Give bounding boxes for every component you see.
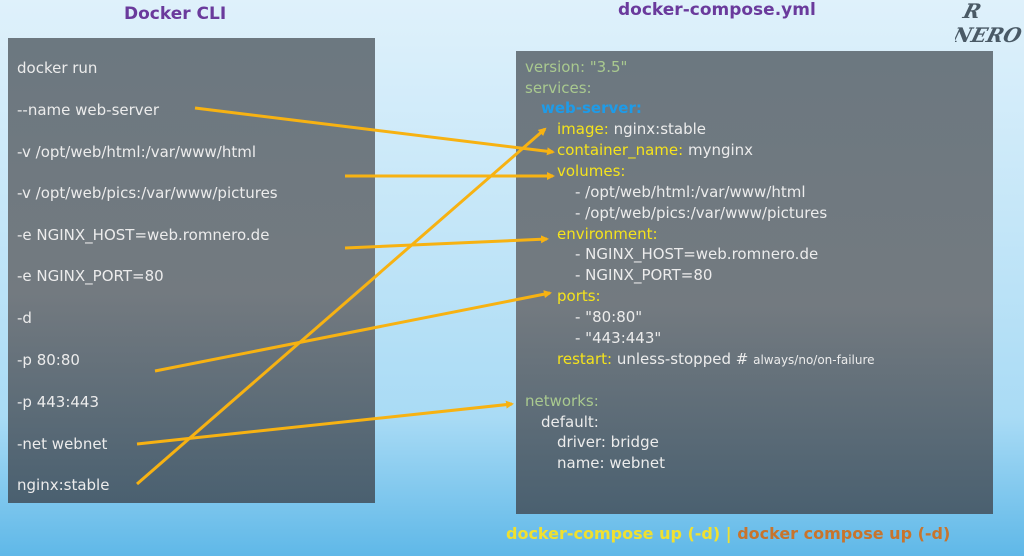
arrow-environment — [344, 235, 549, 250]
arrow-ports — [154, 290, 552, 373]
yaml-service-name: web-server: — [541, 99, 642, 117]
yaml-env-item: - NGINX_PORT=80 — [575, 266, 713, 284]
cli-line-name: --name web-server — [17, 101, 160, 119]
yaml-default: default: — [541, 413, 599, 431]
cli-line-volume-html: -v /opt/web/html:/var/www/html — [17, 143, 257, 161]
cli-line-detach: -d — [17, 309, 32, 327]
svg-text:NERO: NERO — [955, 23, 1024, 46]
yaml-container-name: container_name: mynginx — [557, 141, 753, 159]
restart-key: restart: — [557, 350, 613, 368]
yaml-environment: environment: — [557, 225, 658, 243]
compose-command-footer: docker-compose up (-d) | docker compose … — [506, 524, 950, 543]
compose-title: docker-compose.yml — [618, 0, 816, 20]
yaml-ports: ports: — [557, 287, 601, 305]
cli-line-docker-run: docker run — [17, 59, 98, 77]
container-name-key: container_name: — [557, 141, 684, 159]
image-value: nginx:stable — [613, 120, 707, 138]
arrow-image — [136, 127, 547, 486]
cli-line-volume-pics: -v /opt/web/pics:/var/www/pictures — [17, 184, 278, 202]
cli-line-image: nginx:stable — [17, 476, 110, 494]
arrow-networks — [136, 400, 514, 446]
yaml-volume-item: - /opt/web/pics:/var/www/pictures — [575, 204, 828, 222]
svg-text:R: R — [960, 0, 984, 23]
restart-comment: always/no/on-failure — [753, 353, 875, 367]
image-key: image: — [557, 120, 609, 138]
command-separator: | — [720, 524, 738, 543]
yaml-restart: restart: unless-stopped # always/no/on-f… — [557, 350, 875, 368]
cli-line-port-80: -p 80:80 — [17, 351, 80, 369]
arrow-name-to-container-name — [194, 106, 555, 156]
cli-line-env-port: -e NGINX_PORT=80 — [17, 267, 164, 285]
yaml-volume-item: - /opt/web/html:/var/www/html — [575, 183, 806, 201]
cli-line-env-host: -e NGINX_HOST=web.romnero.de — [17, 226, 270, 244]
yaml-driver: driver: bridge — [557, 433, 659, 451]
yaml-port-item: - "80:80" — [575, 308, 643, 326]
compose-v1-command: docker-compose up (-d) — [506, 524, 721, 543]
version-value: "3.5" — [589, 58, 628, 76]
yaml-services: services: — [525, 79, 592, 97]
yaml-image: image: nginx:stable — [557, 120, 706, 138]
docker-cli-title: Docker CLI — [124, 4, 227, 24]
restart-value: unless-stopped # — [616, 350, 749, 368]
cli-line-net: -net webnet — [17, 435, 108, 453]
yaml-version: version: "3.5" — [525, 58, 627, 76]
yaml-env-item: - NGINX_HOST=web.romnero.de — [575, 245, 819, 263]
yaml-port-item: - "443:443" — [575, 329, 662, 347]
container-name-value: mynginx — [687, 141, 754, 159]
yaml-network-name: name: webnet — [557, 454, 665, 472]
yaml-volumes: volumes: — [557, 162, 626, 180]
yaml-networks: networks: — [525, 392, 599, 410]
cli-line-port-443: -p 443:443 — [17, 393, 100, 411]
romnero-logo: R NERO — [955, 0, 1024, 46]
compose-v2-command: docker compose up (-d) — [737, 524, 951, 543]
compose-panel: version: "3.5" services: web-server: ima… — [516, 51, 993, 514]
version-key: version: — [525, 58, 585, 76]
